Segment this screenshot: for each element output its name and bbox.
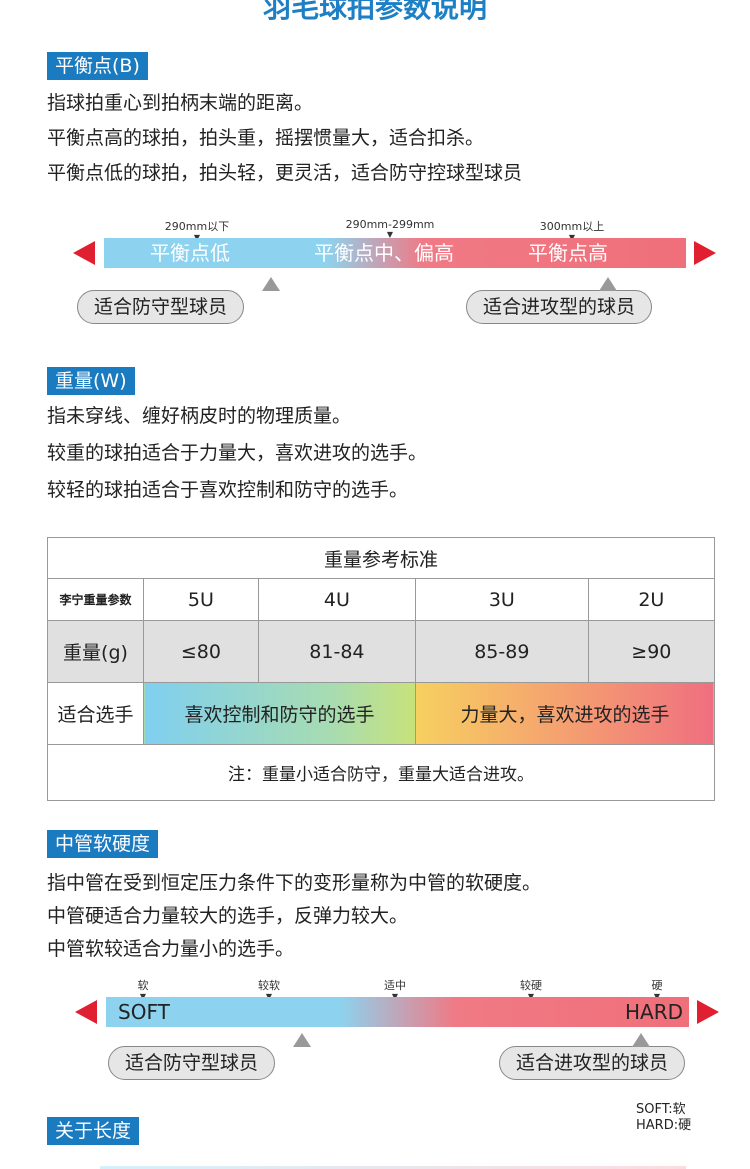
tick-label: 290mm-299mm: [330, 218, 450, 239]
page-title: 羽毛球拍参数说明: [262, 0, 487, 24]
cell: 力量大，喜欢进攻的选手: [414, 682, 716, 745]
text-line: 中管软较适合力量小的选手。: [47, 938, 295, 960]
text-line: 指中管在受到恒定压力条件下的变形量称为中管的软硬度。: [47, 872, 542, 894]
cell: ≥90: [587, 620, 716, 683]
tick-label: 适中: [335, 977, 455, 1001]
callout-defensive: 适合防守型球员: [77, 277, 281, 324]
text-line: 平衡点高的球拍，拍头重，摇摆惯量大，适合扣杀。: [47, 127, 485, 149]
tick-label: 较软: [209, 977, 329, 1001]
header-cell: 李宁重量参数: [47, 578, 144, 621]
arrow-left-icon: [73, 241, 95, 265]
shaft-description: 指中管在受到恒定压力条件下的变形量称为中管的软硬度。 中管硬适合力量较大的选手，…: [47, 867, 541, 966]
zone-label: 平衡点低: [150, 241, 230, 265]
cell: 81-84: [257, 620, 416, 683]
zone-label: 平衡点高: [528, 241, 608, 265]
text-line: 指球拍重心到拍柄末端的距离。: [47, 92, 314, 114]
tick-label: 较硬: [471, 977, 591, 1001]
callout-offensive: 适合进攻型的球员: [466, 277, 653, 324]
table-row: 李宁重量参数 5U 4U 3U 2U: [47, 578, 716, 621]
cell: 85-89: [414, 620, 589, 683]
header-cell: 4U: [257, 578, 416, 621]
section-label-shaft: 中管软硬度: [47, 830, 159, 858]
arrow-left-icon: [75, 1000, 97, 1024]
weight-reference-table: 重量参考标准 李宁重量参数 5U 4U 3U 2U 重量(g) ≤80 81-8…: [47, 537, 716, 801]
section-label-length: 关于长度: [47, 1117, 140, 1145]
header-cell: 5U: [143, 578, 259, 621]
cell: 喜欢控制和防守的选手: [143, 682, 416, 745]
balance-description: 指球拍重心到拍柄末端的距离。 平衡点高的球拍，拍头重，摇摆惯量大，适合扣杀。 平…: [47, 86, 522, 191]
callout-offensive: 适合进攻型的球员: [499, 1033, 686, 1080]
tick-label: 硬: [597, 977, 717, 1001]
text-line: 平衡点低的球拍，拍头轻，更灵活，适合防守控球型球员: [47, 162, 523, 184]
length-bar-partial: [100, 1166, 686, 1169]
callout-defensive: 适合防守型球员: [108, 1033, 312, 1080]
text-line: 较重的球拍适合于力量大，喜欢进攻的选手。: [47, 442, 428, 464]
text-line: 指未穿线、缠好柄皮时的物理质量。: [47, 405, 352, 427]
text-line: 中管硬适合力量较大的选手，反弹力较大。: [47, 905, 409, 927]
row-label: 重量(g): [47, 620, 144, 683]
zone-label: 平衡点中、偏高: [314, 241, 454, 265]
tick-label: 软: [83, 977, 203, 1001]
table-row: 适合选手 喜欢控制和防守的选手 力量大，喜欢进攻的选手: [47, 682, 716, 745]
section-label-weight: 重量(W): [47, 367, 135, 395]
soft-label: SOFT: [118, 1000, 170, 1024]
legend-item: SOFT:软: [636, 1102, 686, 1117]
cell: ≤80: [143, 620, 259, 683]
legend-item: HARD:硬: [636, 1118, 692, 1133]
soft-hard-legend: SOFT:软 HARD:硬: [636, 1102, 691, 1134]
shaft-stiffness-bar: SOFT HARD: [106, 997, 689, 1027]
header-cell: 2U: [587, 578, 716, 621]
table-title: 重量参考标准: [47, 537, 715, 579]
arrow-right-icon: [694, 241, 716, 265]
weight-description: 指未穿线、缠好柄皮时的物理质量。 较重的球拍适合于力量大，喜欢进攻的选手。 较轻…: [47, 398, 427, 509]
table-note: 注：重量小适合防守，重量大适合进攻。: [47, 744, 715, 801]
table-row: 重量(g) ≤80 81-84 85-89 ≥90: [47, 620, 716, 683]
section-label-balance: 平衡点(B): [47, 52, 148, 80]
tick-label: 300mm以上: [512, 218, 632, 242]
row-label: 适合选手: [47, 682, 144, 745]
balance-scale-bar: 平衡点低 平衡点中、偏高 平衡点高: [104, 238, 686, 268]
tick-label: 290mm以下: [137, 218, 257, 242]
text-line: 较轻的球拍适合于喜欢控制和防守的选手。: [47, 479, 409, 501]
header-cell: 3U: [414, 578, 589, 621]
arrow-right-icon: [697, 1000, 719, 1024]
hard-label: HARD: [624, 1000, 683, 1024]
